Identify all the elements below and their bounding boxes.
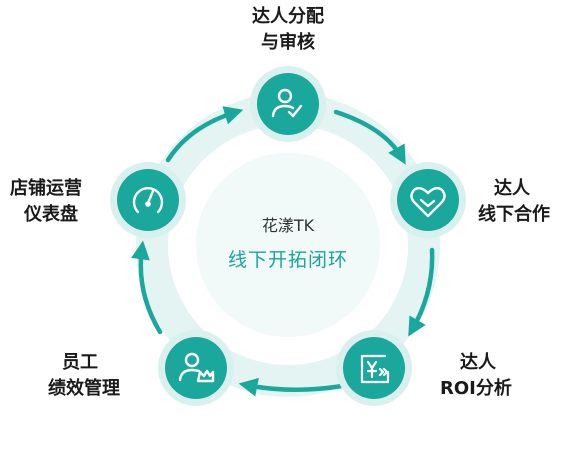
node-label-line: 与审核 bbox=[261, 32, 315, 53]
node-label-line: 达人 bbox=[494, 178, 530, 199]
arrow-bottom-left-to-left bbox=[131, 240, 163, 335]
center-title: 线下开拓闭环 bbox=[227, 249, 348, 271]
node-label-line: 绩效管理 bbox=[48, 378, 120, 399]
arrow-bottom-right-to-bottom-left bbox=[238, 377, 345, 397]
node-bottom-left bbox=[158, 330, 234, 406]
node-bottom-right bbox=[336, 330, 412, 406]
arrow-top-to-right bbox=[333, 109, 406, 165]
node-left bbox=[110, 162, 186, 238]
arrow-left-to-top bbox=[165, 106, 244, 163]
node-label-bottom-right: 达人 ROI分析 bbox=[440, 350, 512, 402]
yen-report-icon bbox=[360, 354, 390, 384]
node-top bbox=[250, 66, 326, 142]
user-crown-icon bbox=[178, 352, 215, 383]
node-label-line: 员工 bbox=[62, 352, 98, 373]
node-label-bottom-left: 员工 绩效管理 bbox=[48, 350, 120, 402]
node-label-line: ROI分析 bbox=[440, 378, 512, 399]
node-label-line: 店铺运营 bbox=[10, 178, 82, 199]
node-label-left: 店铺运营 仪表盘 bbox=[10, 176, 82, 228]
node-right bbox=[390, 162, 466, 238]
node-label-line: 仪表盘 bbox=[24, 204, 78, 225]
arrow-right-to-bottom-right bbox=[408, 247, 435, 337]
center-brand: 花漾TK bbox=[261, 216, 315, 235]
inner-disc bbox=[196, 153, 380, 337]
handshake-heart-icon bbox=[410, 186, 446, 218]
node-label-line: 达人分配 bbox=[252, 6, 324, 27]
node-label-line: 达人 bbox=[460, 352, 496, 373]
dashboard-gauge-icon bbox=[132, 187, 164, 214]
node-label-line: 线下合作 bbox=[478, 204, 550, 225]
node-label-top: 达人分配 与审核 bbox=[228, 4, 348, 56]
user-check-icon bbox=[271, 88, 303, 118]
node-label-right: 达人 线下合作 bbox=[478, 176, 550, 228]
